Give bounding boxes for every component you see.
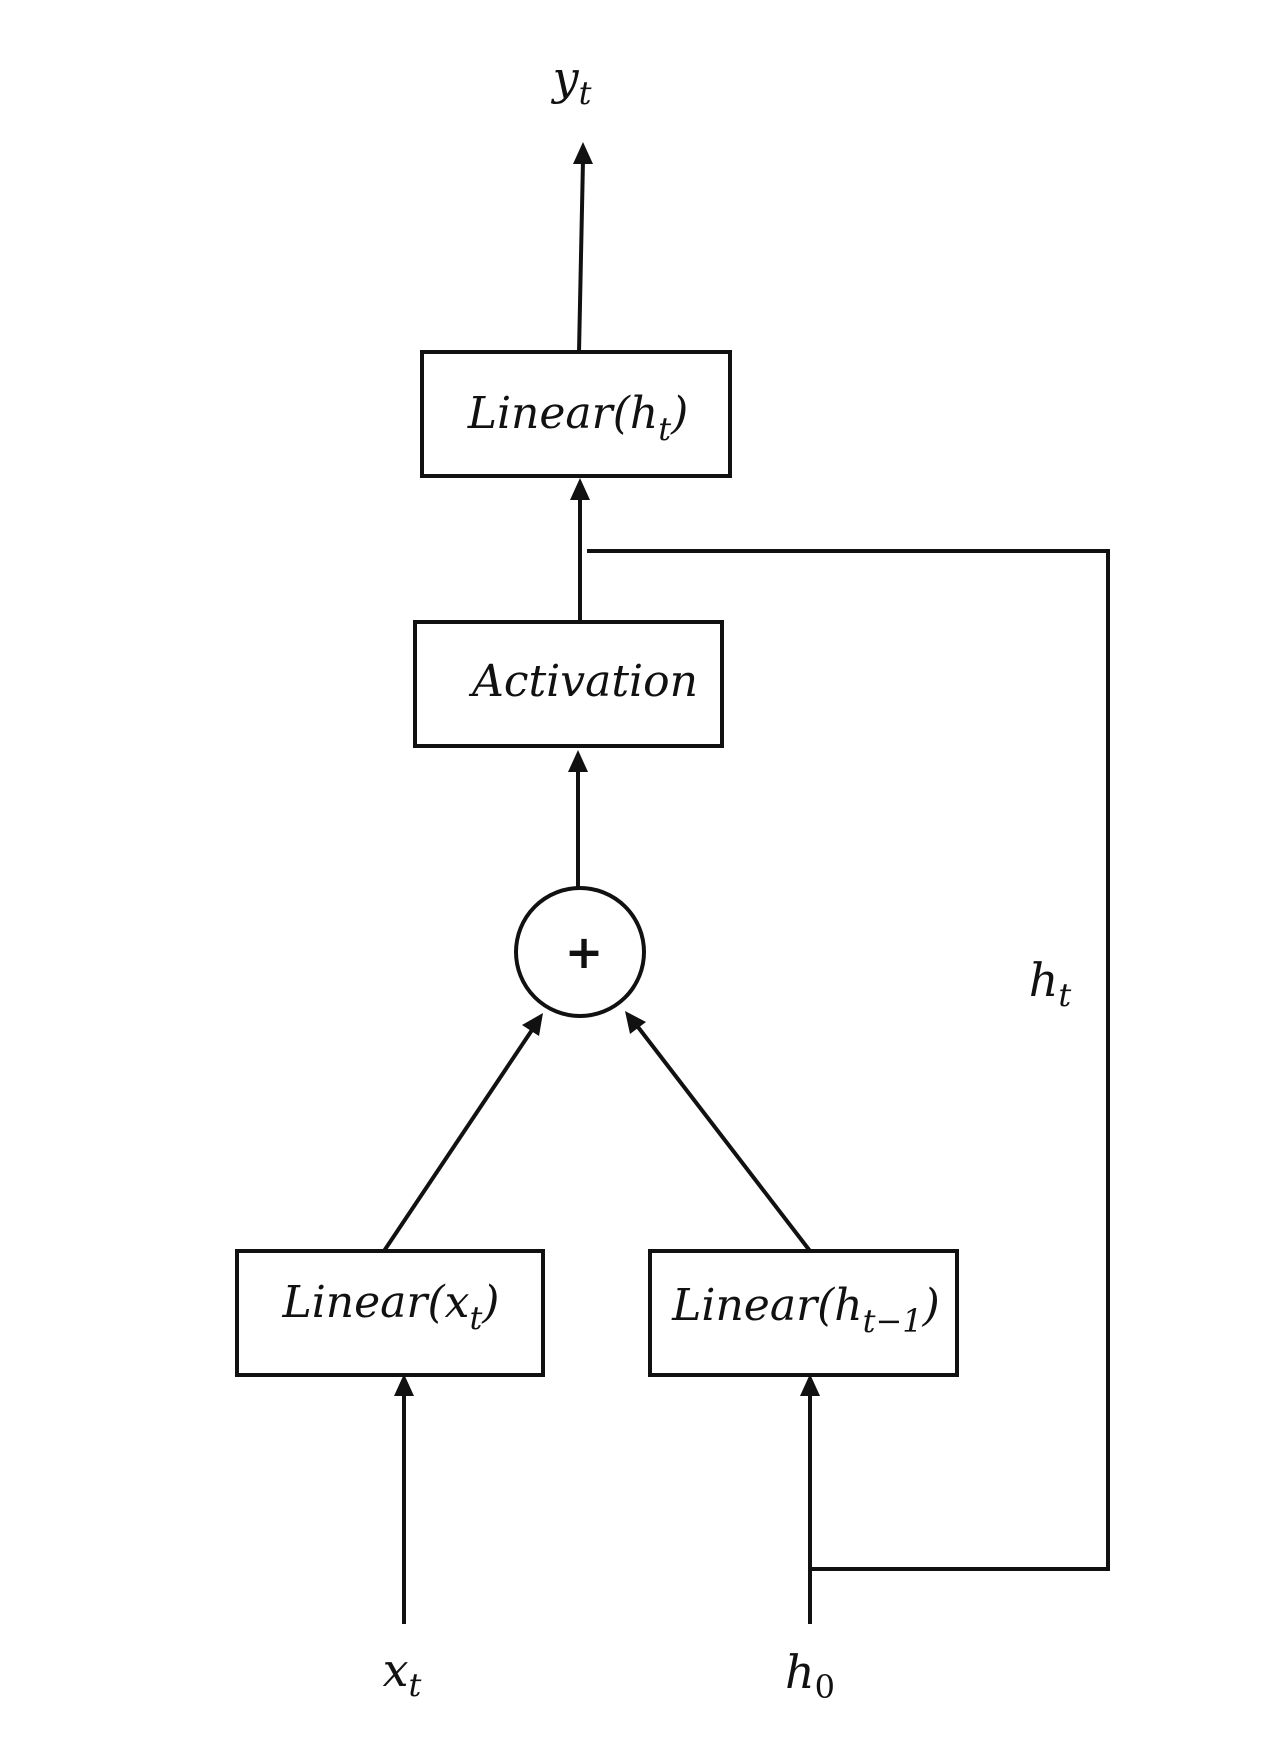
output-label-base: y: [551, 51, 580, 105]
linear-output-box: Linear(ht): [420, 350, 732, 478]
linear-h-base: Linear(h: [671, 1280, 862, 1331]
input-h0-arrowhead: [800, 1374, 820, 1396]
linear-h-to-sum-arrow: [636, 1025, 812, 1253]
plus-icon: +: [565, 925, 604, 979]
linear-output-sub: t: [658, 410, 671, 448]
output-arrow: [577, 159, 585, 353]
recurrent-label: ht: [1029, 953, 1072, 1014]
sum-to-activation-arrowhead: [568, 750, 588, 772]
recurrent-label-base: h: [1029, 953, 1059, 1007]
linear-h-close: ): [922, 1280, 940, 1331]
input-h0-label-sub: 0: [815, 1668, 835, 1706]
linear-x-base: Linear(x: [282, 1277, 470, 1328]
linear-x-close: ): [481, 1277, 499, 1328]
linear-h-to-sum-arrowhead: [625, 1011, 646, 1034]
svg-text:Linear(xt): Linear(xt): [282, 1277, 500, 1337]
input-x-label-sub: t: [409, 1666, 422, 1704]
linear-x-to-sum-arrow: [382, 1028, 534, 1253]
input-x-arrowhead: [394, 1374, 414, 1396]
recurrent-label-sub: t: [1058, 976, 1071, 1014]
output-arrowhead: [573, 142, 593, 164]
svg-text:Linear(ht): Linear(ht): [467, 388, 688, 448]
linear-h-sub: t−1: [863, 1302, 923, 1340]
linear-x-box: Linear(xt): [235, 1249, 545, 1377]
input-h0-label: h0: [785, 1645, 835, 1706]
linear-output-base: Linear(h: [467, 388, 658, 439]
linear-x-to-sum-arrowhead: [522, 1013, 543, 1036]
sum-node: +: [514, 886, 646, 1018]
svg-text:Linear(ht−1): Linear(ht−1): [671, 1280, 940, 1340]
input-x-label: xt: [383, 1643, 422, 1704]
activation-box: Activation: [413, 620, 724, 748]
output-label: yt: [551, 51, 592, 112]
input-h0-label-base: h: [785, 1645, 815, 1699]
activation-to-linear-out-arrowhead: [570, 478, 590, 500]
linear-h-box: Linear(ht−1): [648, 1249, 959, 1377]
activation-label: Activation: [468, 656, 698, 707]
recurrent-loop-line: [587, 549, 1110, 1571]
linear-x-sub: t: [469, 1299, 482, 1337]
linear-output-close: ): [670, 388, 688, 439]
output-label-sub: t: [579, 74, 592, 112]
input-x-label-base: x: [383, 1643, 409, 1697]
